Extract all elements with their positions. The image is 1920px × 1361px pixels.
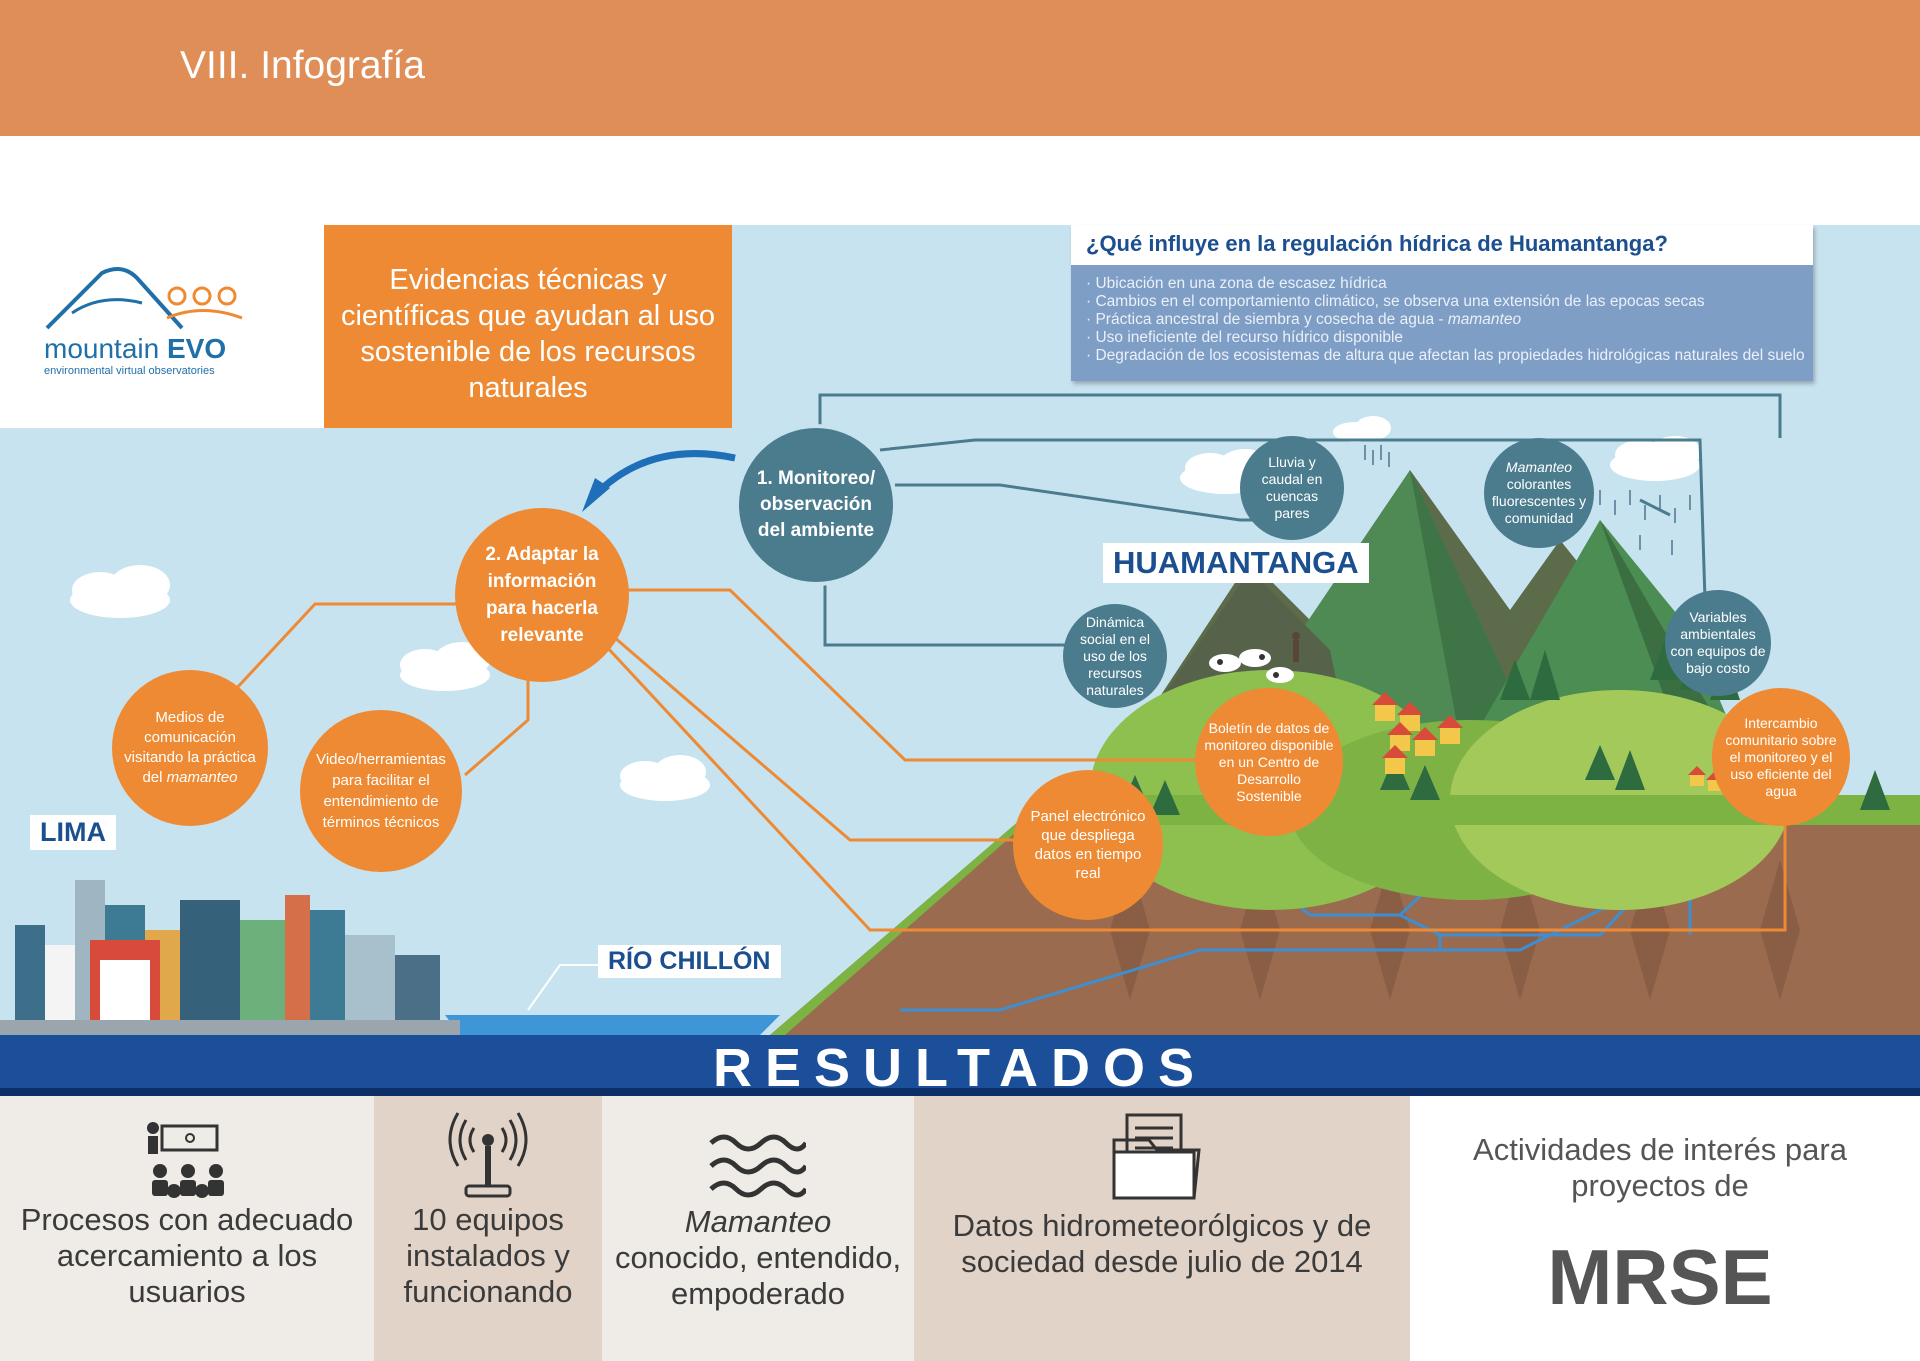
result-datos-label: Datos hidrometeorólgicos y de sociedad d… [952, 1208, 1372, 1279]
question-item: · Cambios en el comportamiento climático… [1086, 293, 1705, 310]
orange-connectors [233, 588, 1787, 932]
result-equipos: 10 equipos instalados y funcionando [374, 1096, 602, 1361]
evidence-text: Evidencias técnicas y científicas que ay… [340, 264, 716, 404]
mountain-evo-logo [45, 267, 243, 330]
river [445, 1015, 780, 1035]
question-title: ¿Qué influye en la regulación hídrica de… [1086, 231, 1668, 256]
lima-city [0, 880, 460, 1035]
logo-name: mountain EVO [44, 333, 227, 364]
resultados-stripe [0, 1088, 1920, 1096]
node-video-herramientas: Video/herramientas para facilitar el ent… [300, 710, 462, 872]
node-monitoreo: 1. Monitoreo/ observación del ambiente [735, 424, 897, 586]
ground-edge [770, 820, 1030, 1035]
cows [1209, 632, 1300, 683]
node-adaptar: 2. Adaptar la información para hacerla r… [455, 508, 629, 682]
result-procesos: Procesos con adecuado acercamiento a los… [0, 1096, 374, 1361]
presentation-people-icon [147, 1122, 224, 1198]
header-bar [0, 0, 1920, 136]
node-intercambio-comunitario: Intercambio comunitario sobre el monitor… [1712, 688, 1850, 826]
result-equipos-label: 10 equipos instalados y funcionando [403, 1202, 573, 1309]
lima-label: LIMA [30, 815, 116, 850]
question-item: · Uso ineficiente del recurso hídrico di… [1086, 329, 1404, 346]
question-title-bar [1071, 225, 1813, 265]
node-boletin-datos: Boletín de datos de monitoreo disponible… [1195, 688, 1343, 836]
node-lluvia-caudal: Lluvia y caudal en cuencas pares [1240, 436, 1344, 540]
village-houses [1372, 692, 1724, 791]
blue-arrow [592, 450, 736, 498]
rio-pointer-line [527, 964, 598, 1011]
page-title: VIII. Infografía [180, 44, 425, 87]
antenna-icon [448, 1112, 528, 1198]
huamantanga-label: HUAMANTANGA [1103, 543, 1369, 583]
result-mrse-acronym: MRSE [1547, 1233, 1773, 1321]
evidence-box [324, 225, 732, 428]
result-mrse [1410, 1096, 1920, 1361]
node-variables-ambientales: Variables ambientales con equipos de baj… [1665, 590, 1771, 696]
node-dinamica-social: Dinámica social en el uso de los recurso… [1063, 604, 1167, 708]
question-item: · Práctica ancestral de siembra y cosech… [1086, 311, 1522, 328]
water-waves-icon [709, 1134, 806, 1198]
resultados-title: RESULTADOS [713, 1038, 1207, 1098]
result-mrse-label: Actividades de interés para proyectos de [1473, 1132, 1847, 1203]
documents-folder-icon [1112, 1113, 1201, 1200]
logo-subtitle: environmental virtual observatories [44, 365, 215, 377]
resultados-banner [0, 1035, 1920, 1095]
question-item: · Degradación de los ecosistemas de altu… [1086, 347, 1805, 364]
result-datos: Datos hidrometeorólgicos y de sociedad d… [914, 1096, 1410, 1361]
node-medios-comunicacion: Medios de comunicación visitando la prác… [112, 670, 268, 826]
node-panel-electronico: Panel electrónico que despliega datos en… [1013, 770, 1163, 920]
rio-chillon-label: RÍO CHILLÓN [598, 945, 781, 978]
question-list: · Ubicación en una zona de escasez hídri… [1086, 275, 1806, 365]
question-item: · Ubicación en una zona de escasez hídri… [1086, 275, 1387, 292]
logo-box [0, 225, 324, 428]
result-procesos-label: Procesos con adecuado acercamiento a los… [20, 1202, 354, 1309]
